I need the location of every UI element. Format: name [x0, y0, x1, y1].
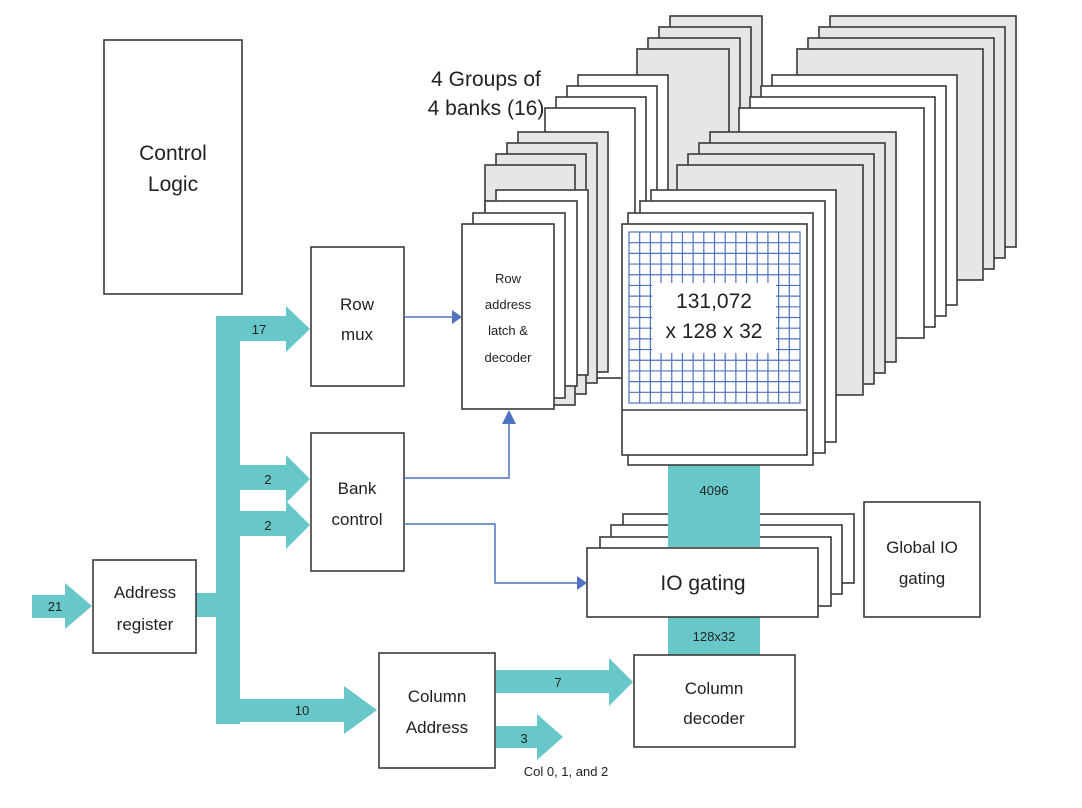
signal-bank-control-to-decoder [404, 424, 510, 479]
bus-io-to-col-decoder [668, 617, 760, 655]
bank-control-block: Bank control [310, 432, 405, 572]
global-io-gating-block: Global IO gating [863, 501, 981, 618]
bus-width-bank-group: 2 [264, 472, 271, 487]
bus-width-bank: 2 [264, 518, 271, 533]
bus-array-to-io-overlay [668, 505, 760, 547]
bus-arrow-bank [240, 501, 310, 549]
memory-array-label-bg [652, 283, 776, 353]
control-logic-label-1: Control [139, 142, 207, 165]
memory-array-front: 131,072 x 128 x 32 [621, 189, 837, 466]
arrowhead-icon [452, 310, 462, 324]
io-gating-stack: IO gating [586, 505, 855, 618]
column-address-block: Column Address [378, 652, 496, 769]
bus-width-address-in: 21 [48, 599, 62, 614]
bus-trunk [216, 316, 240, 724]
bus-arrow-column [240, 686, 377, 734]
address-register-label-1: Address [114, 583, 176, 602]
column-decoder-block: Column decoder [633, 654, 796, 748]
column-address-label-2: Address [406, 718, 468, 737]
bank-control-label-1: Bank [338, 479, 377, 498]
signal-bank-control-to-io [404, 523, 577, 584]
bank-groups-label-1: 4 Groups of [431, 68, 541, 91]
address-bus [32, 306, 760, 760]
bus-width-column-decoder: 7 [554, 675, 561, 690]
column-decoder-label-1: Column [685, 679, 744, 698]
io-gating-label: IO gating [660, 572, 745, 595]
bank-groups-label-2: 4 banks (16) [428, 97, 545, 120]
column-address-label-1: Column [408, 687, 467, 706]
row-decoder-label-4: decoder [485, 350, 533, 365]
signal-lines [404, 310, 587, 590]
bus-arrow-address-in [32, 583, 92, 629]
bus-width-col-select: 3 [520, 731, 527, 746]
bus-width-io-to-col-decoder: 128x32 [693, 629, 736, 644]
memory-array-label-2: x 128 x 32 [666, 320, 763, 343]
bus-width-column: 10 [295, 703, 309, 718]
control-logic-label-2: Logic [148, 173, 198, 196]
bus-arrow-bank-group [240, 455, 310, 503]
memory-array-label-1: 131,072 [676, 290, 752, 313]
row-mux-label-1: Row [340, 295, 375, 314]
col-select-label: Col 0, 1, and 2 [524, 764, 609, 779]
row-mux-block: Row mux [310, 246, 405, 387]
arrowhead-icon [502, 410, 516, 424]
row-decoder-stack: Row address latch & decoder [461, 189, 589, 410]
bus-arrow-col-select [496, 714, 563, 760]
column-decoder-label-2: decoder [683, 709, 745, 728]
global-io-gating-label-2: gating [899, 569, 945, 588]
bank-control-label-2: control [331, 510, 382, 529]
row-decoder-label-2: address [485, 297, 532, 312]
control-logic-block: Control Logic [103, 39, 243, 295]
global-io-gating-label-1: Global IO [886, 538, 958, 557]
row-decoder-label-1: Row [495, 271, 522, 286]
row-mux-label-2: mux [341, 325, 374, 344]
bus-arrow-column-decoder [496, 658, 633, 706]
arrowhead-icon [577, 576, 587, 590]
bus-width-array-to-io: 4096 [700, 483, 729, 498]
row-decoder-label-3: latch & [488, 323, 528, 338]
address-register-block: Address register [92, 559, 197, 654]
address-register-label-2: register [117, 615, 174, 634]
bus-arrow-row-mux [216, 306, 310, 352]
bus-width-row-mux: 17 [252, 322, 266, 337]
